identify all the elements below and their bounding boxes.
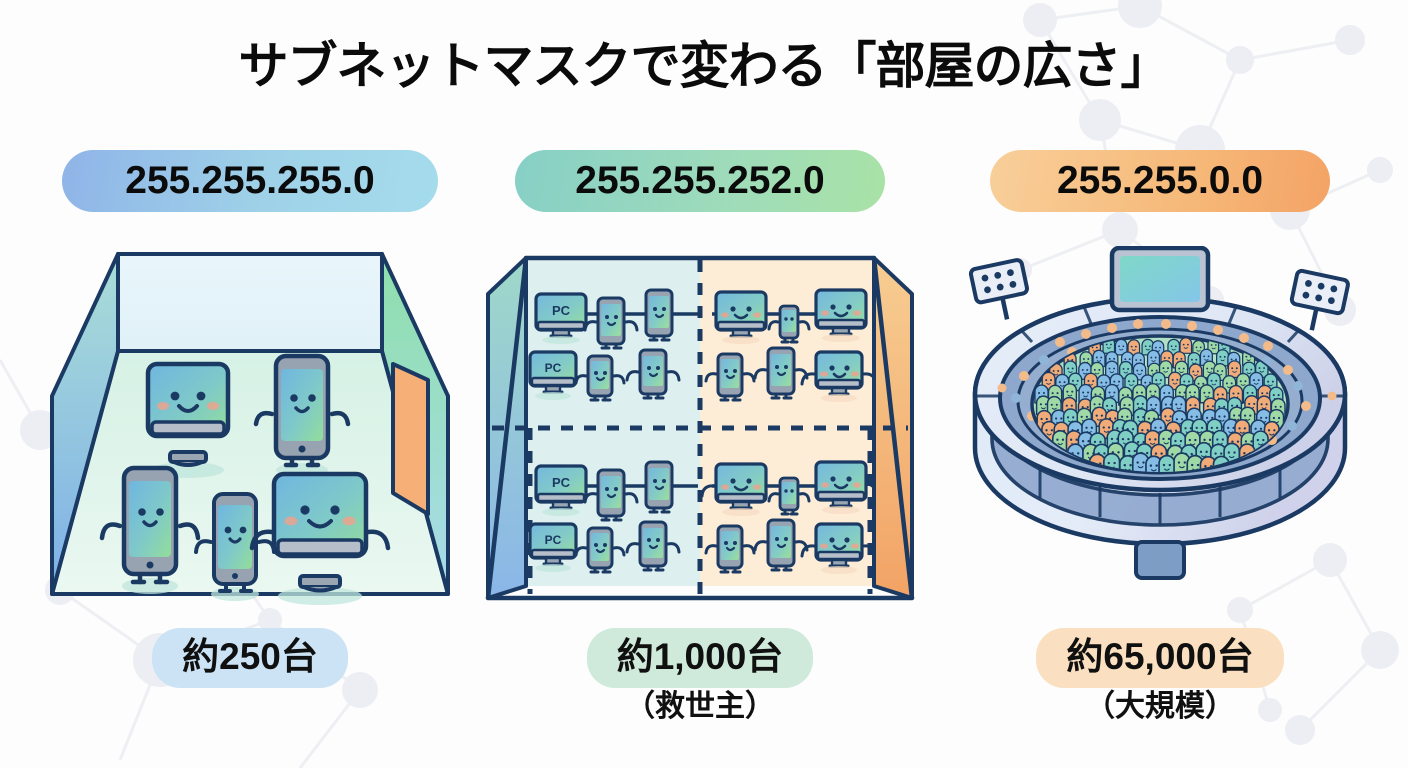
count-pill-label: 約1,000台: [586, 628, 814, 688]
mask-badge-1: 255.255.255.0: [62, 150, 438, 212]
count-sub-label: （大規模）: [1085, 689, 1235, 723]
page-title: サブネットマスクで変わる「部屋の広さ」: [238, 38, 1171, 94]
count-sub-label: （救世主）: [625, 689, 775, 723]
svg-text:PC: PC: [545, 361, 562, 375]
count-pill-label: 約65,000台: [1036, 628, 1284, 688]
count-pill-label: 約250台: [152, 628, 348, 688]
count-caption-3: 約65,000台 （大規模）: [940, 628, 1380, 723]
stadium-screen: [1109, 246, 1211, 313]
illustration-stadium: [940, 246, 1380, 626]
floodlight-right: [1289, 268, 1350, 331]
svg-text:PC: PC: [545, 533, 562, 547]
crowd-character: [1179, 337, 1193, 354]
count-caption-2: 約1,000台 （救世主）: [480, 628, 920, 723]
svg-text:PC: PC: [552, 303, 571, 318]
floodlight-left: [968, 258, 1030, 320]
device-character-phone: [644, 288, 674, 342]
mask-badge-3: 255.255.0.0: [990, 150, 1330, 212]
column-subnet-255-255-252-0: 255.255.252.0: [480, 150, 920, 750]
column-subnet-255-255-0-0: 255.255.0.0: [940, 150, 1380, 750]
svg-text:PC: PC: [552, 475, 571, 490]
count-caption-1: 約250台: [30, 628, 470, 688]
column-subnet-255-255-255-0: 255.255.255.0: [30, 150, 470, 750]
device-character-phone: [644, 460, 674, 514]
illustration-single-room: [30, 246, 470, 626]
mask-badge-2: 255.255.252.0: [515, 150, 885, 212]
illustration-four-quadrant-room: PC: [480, 246, 920, 626]
